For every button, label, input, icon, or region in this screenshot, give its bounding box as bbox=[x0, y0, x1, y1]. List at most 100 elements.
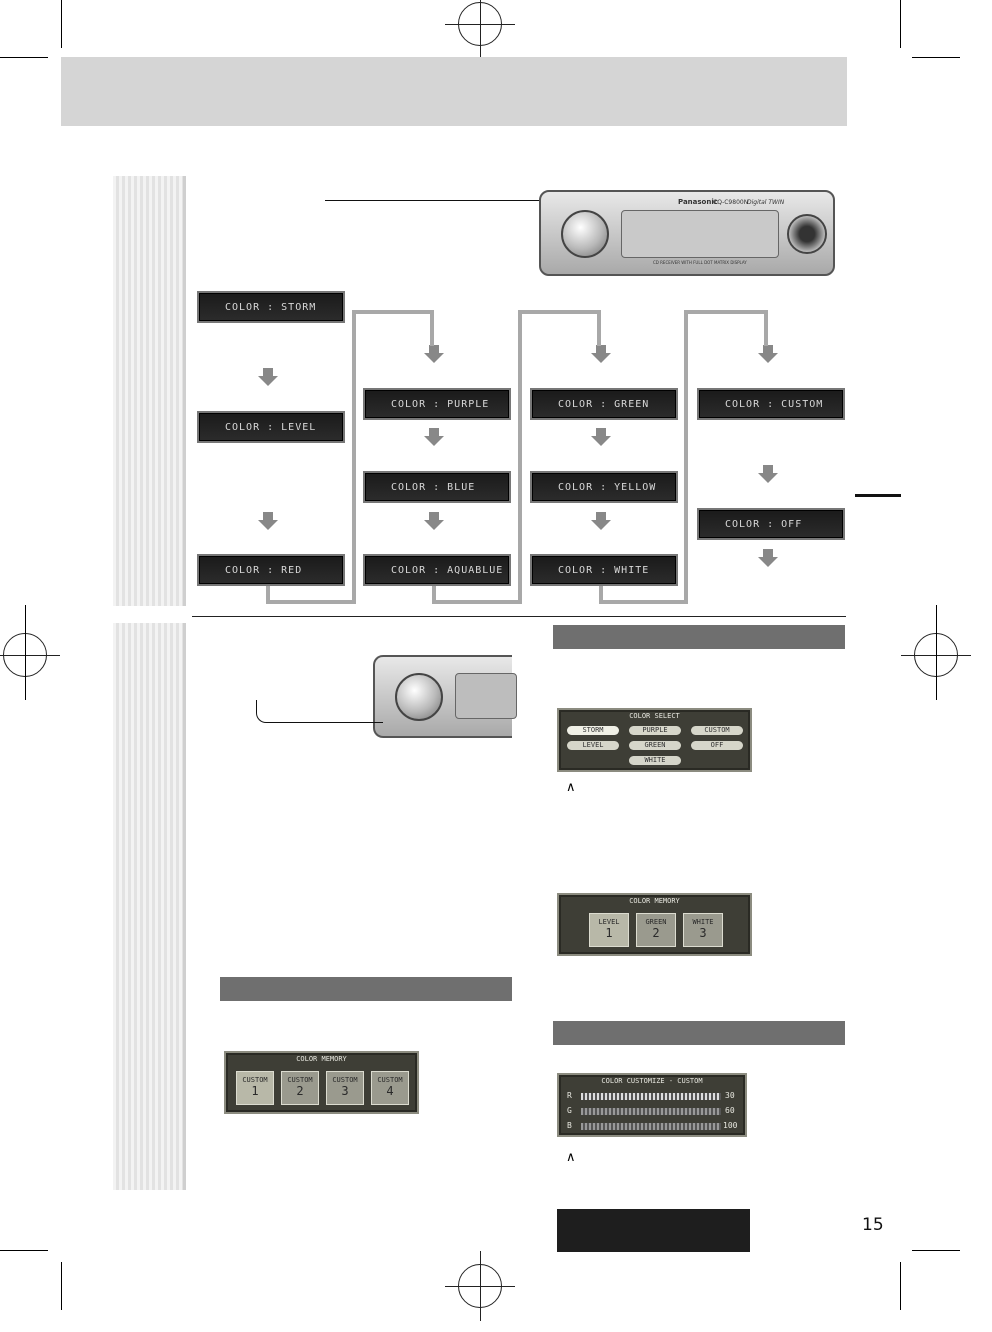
crop-mark bbox=[61, 1262, 62, 1310]
memory-slot: WHITE 3 bbox=[683, 913, 723, 947]
crop-mark bbox=[912, 57, 960, 58]
flow-connector bbox=[599, 586, 603, 604]
color-option-green: COLOR : GREEN bbox=[530, 388, 678, 420]
color-option-white: COLOR : WHITE bbox=[530, 554, 678, 586]
down-arrow-icon bbox=[758, 345, 778, 363]
channel-label: G bbox=[567, 1106, 572, 1115]
level-bar bbox=[581, 1093, 721, 1100]
color-option-storm: COLOR : STORM bbox=[197, 291, 345, 323]
memory-slot: CUSTOM 4 bbox=[371, 1071, 409, 1105]
registration-mark bbox=[445, 1251, 515, 1321]
volume-knob bbox=[561, 210, 609, 258]
option-chip: PURPLE bbox=[629, 726, 681, 735]
option-chip: GREEN bbox=[629, 741, 681, 750]
section-stripe bbox=[113, 176, 183, 606]
memory-slot: CUSTOM 3 bbox=[326, 1071, 364, 1105]
color-option-aquablue: COLOR : AQUABLUE bbox=[363, 554, 511, 586]
channel-value: 60 bbox=[725, 1106, 735, 1115]
memory-slot: CUSTOM 2 bbox=[281, 1071, 319, 1105]
option-chip: CUSTOM bbox=[691, 726, 743, 735]
model-label: CQ-C9800N bbox=[713, 199, 749, 206]
header-band bbox=[61, 57, 847, 126]
flow-connector bbox=[352, 310, 434, 314]
channel-label: R bbox=[567, 1091, 572, 1100]
channel-label: B bbox=[567, 1121, 572, 1130]
down-arrow-icon bbox=[258, 512, 278, 530]
navigation-pad bbox=[787, 214, 827, 254]
crop-mark bbox=[0, 1250, 48, 1251]
memory-slot: CUSTOM 1 bbox=[236, 1071, 274, 1105]
color-memory-screen: COLOR MEMORY LEVEL 1 GREEN 2 WHITE 3 bbox=[557, 893, 752, 956]
color-memory-screen: COLOR MEMORY CUSTOM 1 CUSTOM 2 CUSTOM 3 … bbox=[224, 1051, 419, 1114]
caret-mark: ∧ bbox=[566, 1150, 576, 1165]
caption-label: CD RECEIVER WITH FULL DOT MATRIX DISPLAY bbox=[653, 260, 747, 265]
crop-mark bbox=[61, 0, 62, 48]
screen-title: COLOR SELECT bbox=[629, 712, 680, 720]
flow-connector bbox=[684, 310, 688, 604]
heading-bar bbox=[220, 977, 512, 1001]
heading-bar bbox=[553, 625, 845, 649]
flow-connector bbox=[430, 310, 434, 346]
color-option-custom: COLOR : CUSTOM bbox=[697, 388, 845, 420]
down-arrow-icon bbox=[758, 465, 778, 483]
brand-label: Panasonic bbox=[678, 198, 718, 206]
color-customize-screen: COLOR CUSTOMIZE - CUSTOM R 30 G 60 B 100 bbox=[557, 1073, 747, 1137]
memory-slot: GREEN 2 bbox=[636, 913, 676, 947]
crop-mark bbox=[900, 0, 901, 48]
down-arrow-icon bbox=[424, 428, 444, 446]
crop-mark bbox=[0, 57, 48, 58]
crop-mark bbox=[936, 605, 937, 700]
flow-connector bbox=[599, 600, 688, 604]
screen-title: COLOR MEMORY bbox=[296, 1055, 347, 1063]
color-option-purple: COLOR : PURPLE bbox=[363, 388, 511, 420]
flow-connector bbox=[684, 310, 768, 314]
color-select-screen: COLOR SELECT STORM PURPLE CUSTOM LEVEL G… bbox=[557, 708, 752, 772]
level-bar bbox=[581, 1123, 721, 1130]
flow-connector bbox=[432, 586, 436, 604]
channel-value: 30 bbox=[725, 1091, 735, 1100]
color-option-red: COLOR : RED bbox=[197, 554, 345, 586]
flow-connector bbox=[432, 600, 522, 604]
flow-connector bbox=[266, 600, 356, 604]
flow-connector bbox=[764, 310, 768, 346]
section-divider bbox=[192, 616, 846, 617]
caret-mark: ∧ bbox=[566, 780, 576, 795]
channel-value: 100 bbox=[723, 1121, 738, 1130]
screen-title: COLOR CUSTOMIZE - CUSTOM bbox=[601, 1077, 703, 1085]
page-number: 15 bbox=[862, 1215, 884, 1235]
crop-mark bbox=[912, 1250, 960, 1251]
color-option-level: COLOR : LEVEL bbox=[197, 411, 345, 443]
down-arrow-icon bbox=[258, 368, 278, 386]
registration-mark bbox=[445, 0, 515, 59]
leader-line bbox=[256, 700, 383, 723]
level-bar bbox=[581, 1108, 721, 1115]
down-arrow-icon bbox=[758, 549, 778, 567]
badge-label: Digital TWIN bbox=[747, 199, 785, 206]
crop-mark bbox=[25, 605, 26, 700]
flow-connector bbox=[352, 310, 356, 604]
color-option-off: COLOR : OFF bbox=[697, 508, 845, 540]
down-arrow-icon bbox=[424, 345, 444, 363]
color-option-blue: COLOR : BLUE bbox=[363, 471, 511, 503]
tab-marker bbox=[855, 494, 901, 497]
flow-connector bbox=[597, 310, 601, 346]
section-stripe bbox=[113, 623, 183, 1190]
flow-connector bbox=[518, 310, 522, 604]
car-stereo-faceplate: Panasonic CQ-C9800N Digital TWIN CD RECE… bbox=[539, 190, 835, 276]
screen-title: COLOR MEMORY bbox=[629, 897, 680, 905]
down-arrow-icon bbox=[591, 345, 611, 363]
stereo-display bbox=[455, 673, 517, 719]
option-chip: WHITE bbox=[629, 756, 681, 765]
down-arrow-icon bbox=[424, 512, 444, 530]
flow-connector bbox=[266, 586, 270, 604]
down-arrow-icon bbox=[591, 512, 611, 530]
flow-connector bbox=[518, 310, 601, 314]
option-chip: LEVEL bbox=[567, 741, 619, 750]
heading-bar bbox=[553, 1021, 845, 1045]
stereo-display bbox=[621, 210, 779, 258]
volume-knob bbox=[395, 673, 443, 721]
option-chip: STORM bbox=[567, 726, 619, 735]
note-box bbox=[557, 1209, 750, 1252]
memory-slot: LEVEL 1 bbox=[589, 913, 629, 947]
leader-line bbox=[325, 200, 550, 201]
